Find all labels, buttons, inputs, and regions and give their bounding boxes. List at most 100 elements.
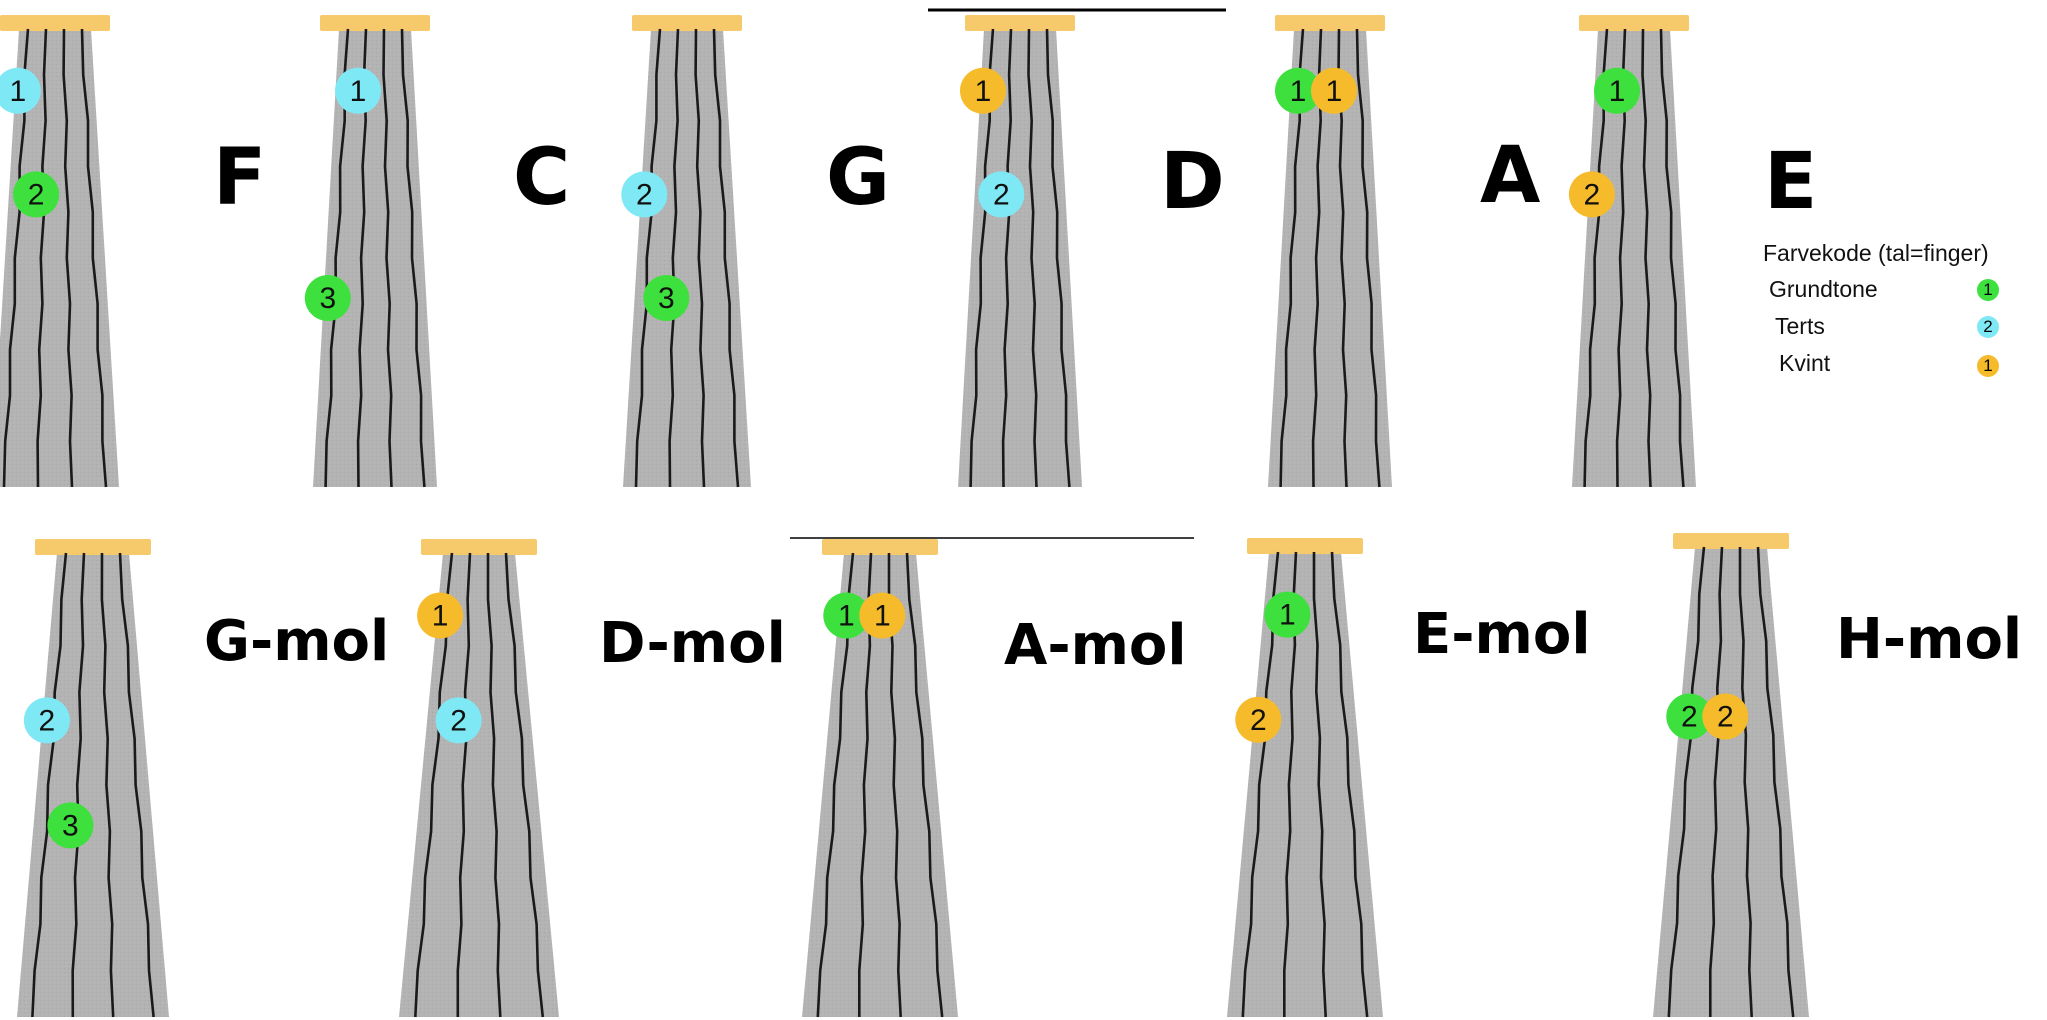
fretboard-f: 12 — [0, 15, 119, 488]
legend-label-root: Grundtone — [1769, 276, 1878, 302]
finger-number: 1 — [1290, 75, 1307, 108]
string-4 — [504, 552, 545, 1018]
string-3 — [1738, 547, 1753, 1018]
finger-number: 1 — [350, 75, 367, 108]
nut — [1673, 533, 1789, 549]
legend-label-third: Terts — [1775, 313, 1825, 339]
string-4 — [905, 552, 944, 1018]
finger-number: 2 — [39, 704, 56, 737]
string-3 — [100, 552, 115, 1018]
nut — [965, 15, 1075, 31]
string-2 — [1001, 28, 1013, 488]
finger-number: 1 — [1326, 75, 1343, 108]
finger-dot-root: 1 — [1264, 591, 1311, 638]
finger-dot-root: 1 — [1594, 67, 1640, 114]
string-1 — [31, 552, 68, 1018]
string-4 — [118, 552, 155, 1018]
chord-label-e-mol: E-mol — [1413, 602, 1591, 667]
neck-body — [1653, 547, 1809, 1017]
finger-dot-fifth: 1 — [960, 67, 1006, 114]
string-3 — [1641, 28, 1652, 488]
finger-number: 1 — [1609, 75, 1626, 108]
finger-number: 1 — [838, 600, 855, 633]
legend-row-root: Grundtone 1 — [1763, 276, 2043, 306]
string-3 — [382, 28, 393, 488]
nut — [320, 15, 430, 31]
fretboard-d: 12 — [958, 15, 1082, 488]
neck-body — [1268, 29, 1392, 487]
string-1 — [634, 28, 662, 488]
chord-label-d-mol: D-mol — [599, 611, 786, 676]
finger-dot-root: 2 — [1666, 693, 1713, 740]
dot-marker — [47, 802, 94, 849]
chord-label-a-mol: A-mol — [1004, 613, 1187, 678]
finger-number: 1 — [432, 600, 449, 633]
neck-body — [1227, 552, 1383, 1017]
dot-marker — [823, 592, 870, 639]
legend-title: Farvekode (tal=finger) — [1763, 240, 1989, 266]
chord-label-a: A — [1480, 131, 1541, 221]
chord-label-d: D — [1160, 137, 1225, 227]
dot-marker — [23, 697, 70, 744]
fretboard-g-mol: 23 — [17, 539, 169, 1018]
finger-dot-fifth: 1 — [1311, 67, 1357, 114]
finger-number: 1 — [9, 75, 26, 108]
finger-dot-fifth: 1 — [417, 592, 464, 639]
finger-number: 1 — [874, 600, 891, 633]
legend-swatch-fifth: 1 — [1977, 355, 1999, 377]
finger-number: 2 — [1717, 701, 1734, 734]
chord-label-e: E — [1764, 137, 1818, 227]
finger-dot-third: 2 — [23, 697, 70, 744]
finger-number: 2 — [28, 178, 45, 211]
dot-marker — [960, 67, 1006, 114]
neck-body — [17, 553, 169, 1017]
string-4 — [712, 28, 740, 488]
finger-number: 2 — [1250, 704, 1267, 737]
string-4 — [1659, 28, 1685, 488]
fretboard-d-mol: 12 — [399, 539, 559, 1018]
finger-dot-third: 2 — [978, 171, 1025, 218]
chord-label-g: G — [826, 133, 891, 223]
finger-number: 2 — [636, 178, 653, 211]
string-1 — [1667, 546, 1706, 1018]
legend-row-fifth: Kvint 1 — [1763, 350, 2043, 380]
finger-dot-root: 3 — [304, 275, 351, 321]
dot-marker — [643, 275, 690, 321]
fretboard-c: 13 — [304, 15, 437, 488]
finger-dot-fifth: 1 — [859, 592, 906, 639]
finger-dot-fifth: 2 — [1568, 171, 1615, 218]
legend-label-fifth: Kvint — [1779, 350, 1831, 376]
finger-dot-third: 2 — [621, 171, 668, 218]
string-4 — [80, 28, 108, 488]
nut — [35, 539, 151, 555]
dot-marker — [1594, 67, 1640, 114]
finger-number: 2 — [1584, 178, 1601, 211]
finger-number: 1 — [1279, 599, 1296, 632]
dot-marker — [1311, 67, 1357, 114]
string-3 — [1312, 552, 1327, 1018]
string-2 — [71, 552, 86, 1018]
string-4 — [1355, 28, 1381, 488]
string-2 — [1709, 546, 1724, 1017]
finger-dot-third: 1 — [335, 67, 381, 114]
dot-marker — [417, 592, 464, 639]
string-4 — [400, 28, 426, 488]
finger-dot-root: 3 — [643, 275, 690, 321]
dot-marker — [1264, 591, 1311, 638]
dot-marker — [1568, 171, 1615, 218]
dot-marker — [621, 171, 668, 218]
finger-number: 3 — [319, 282, 336, 315]
fretboard-e: 12 — [1568, 15, 1696, 488]
string-4 — [1756, 546, 1795, 1018]
neck-body — [313, 29, 437, 487]
finger-dot-third: 2 — [435, 697, 482, 744]
finger-dot-fifth: 2 — [1235, 696, 1282, 743]
neck-body — [399, 553, 559, 1017]
dot-marker — [1702, 693, 1749, 740]
fretboard-g: 23 — [621, 15, 751, 488]
finger-number: 1 — [975, 75, 992, 108]
finger-number: 2 — [993, 178, 1010, 211]
